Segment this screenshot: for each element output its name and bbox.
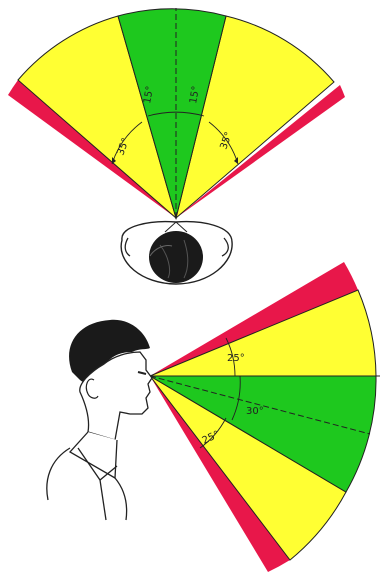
hair-top — [149, 231, 203, 283]
man-profile — [47, 320, 152, 520]
head-top-view — [121, 222, 232, 284]
top-view: 15° 15° 35° 35° — [8, 8, 345, 284]
side-yellow-sector-upper — [150, 290, 376, 376]
side-label-upper: 25° — [227, 353, 245, 364]
side-label-green: 30° — [246, 406, 264, 417]
side-view: 25° 30° 25° — [47, 262, 380, 572]
